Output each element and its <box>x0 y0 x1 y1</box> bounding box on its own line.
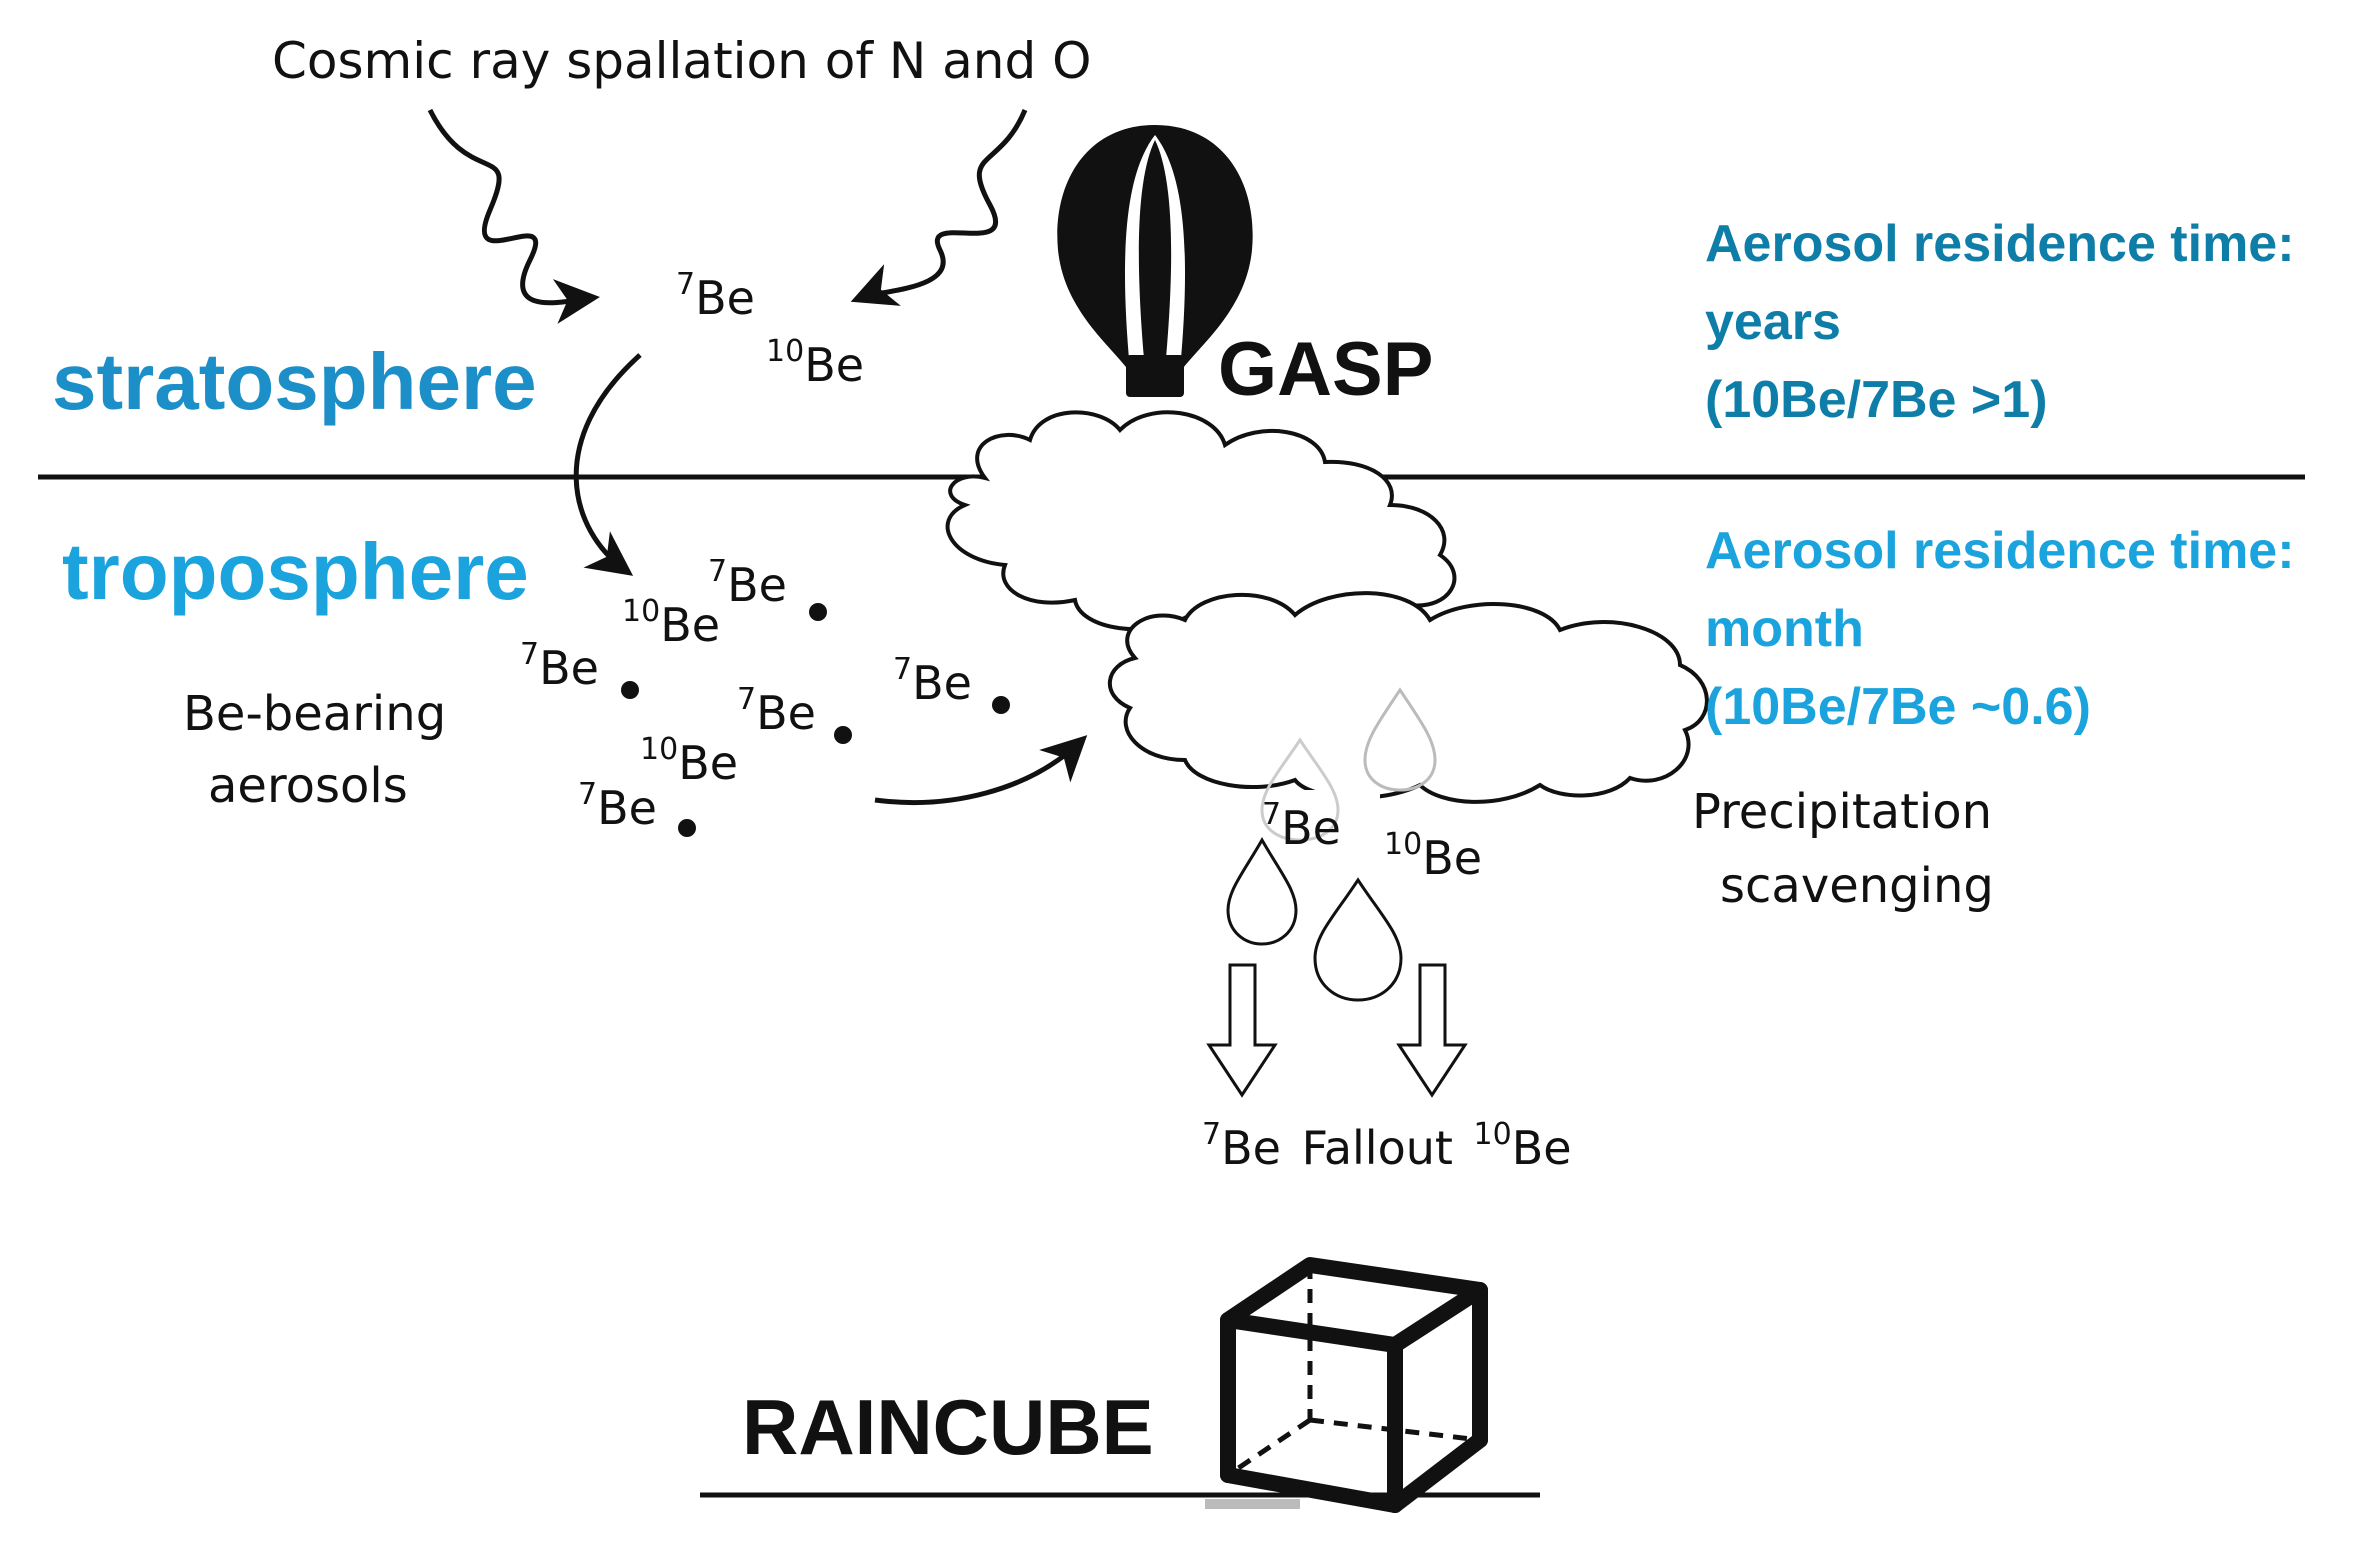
stratosphere-label: stratosphere <box>52 337 537 426</box>
isotope-be7: 7Be <box>578 777 657 835</box>
raincube-label: RAINCUBE <box>742 1383 1154 1471</box>
isotope-be10: 10Be <box>1384 827 1483 885</box>
aerosol-dot <box>809 603 827 621</box>
residence-strat-line2: years <box>1705 293 1841 351</box>
fallout-label: 7Be Fallout 10Be <box>1202 1117 1572 1175</box>
isotope-be7: 7Be <box>737 682 816 740</box>
residence-trop-line2: month <box>1705 600 1864 658</box>
be-bearing-label: Be-bearing aerosols <box>183 686 447 814</box>
down-arrow-icon <box>1396 963 1468 1098</box>
ground-shadow <box>1205 1499 1300 1509</box>
scavenging-arrow <box>874 735 1088 805</box>
cosmic-ray-arrow-right <box>850 109 1028 306</box>
cube-icon <box>1220 1257 1488 1513</box>
isotope-be10: 10Be <box>622 594 721 652</box>
isotope-be10: 10Be <box>640 732 739 790</box>
residence-stratosphere: Aerosol residence time: years (10Be/7Be … <box>1705 205 2295 439</box>
isotope-be10: 10Be <box>766 334 865 392</box>
raindrop-icon <box>1260 737 1340 842</box>
raindrop-icon <box>1226 836 1298 946</box>
residence-trop-line3: (10Be/7Be ~0.6) <box>1705 678 2091 736</box>
cloud-icon <box>1108 591 1709 804</box>
aerosol-dot <box>621 681 639 699</box>
precipitation-label: Precipitation scavenging <box>1692 784 1994 914</box>
down-arrow-icon <box>1206 963 1278 1098</box>
descent-arrow <box>573 353 642 576</box>
isotope-be7: 7Be <box>708 554 787 612</box>
residence-troposphere: Aerosol residence time: month (10Be/7Be … <box>1705 512 2295 746</box>
troposphere-label: troposphere <box>62 527 529 616</box>
balloon-icon <box>1057 125 1253 397</box>
gasp-label: GASP <box>1218 327 1434 412</box>
isotope-be7: 7Be <box>676 267 755 325</box>
raindrop-icon <box>1313 877 1403 1002</box>
aerosol-dot <box>678 819 696 837</box>
cloud-icon <box>945 410 1457 643</box>
aerosol-dot <box>834 726 852 744</box>
residence-strat-line3: (10Be/7Be >1) <box>1705 371 2048 429</box>
cosmic-ray-title: Cosmic ray spallation of N and O <box>272 32 1092 90</box>
cosmic-ray-arrow-left <box>427 108 600 324</box>
raindrop-icon <box>1363 687 1437 792</box>
residence-strat-line1: Aerosol residence time: <box>1705 215 2295 273</box>
isotope-be7: 7Be <box>1262 797 1341 855</box>
isotope-be7: 7Be <box>893 652 972 710</box>
residence-trop-line1: Aerosol residence time: <box>1705 522 2295 580</box>
isotope-be7: 7Be <box>520 637 599 695</box>
aerosol-dot <box>992 696 1010 714</box>
